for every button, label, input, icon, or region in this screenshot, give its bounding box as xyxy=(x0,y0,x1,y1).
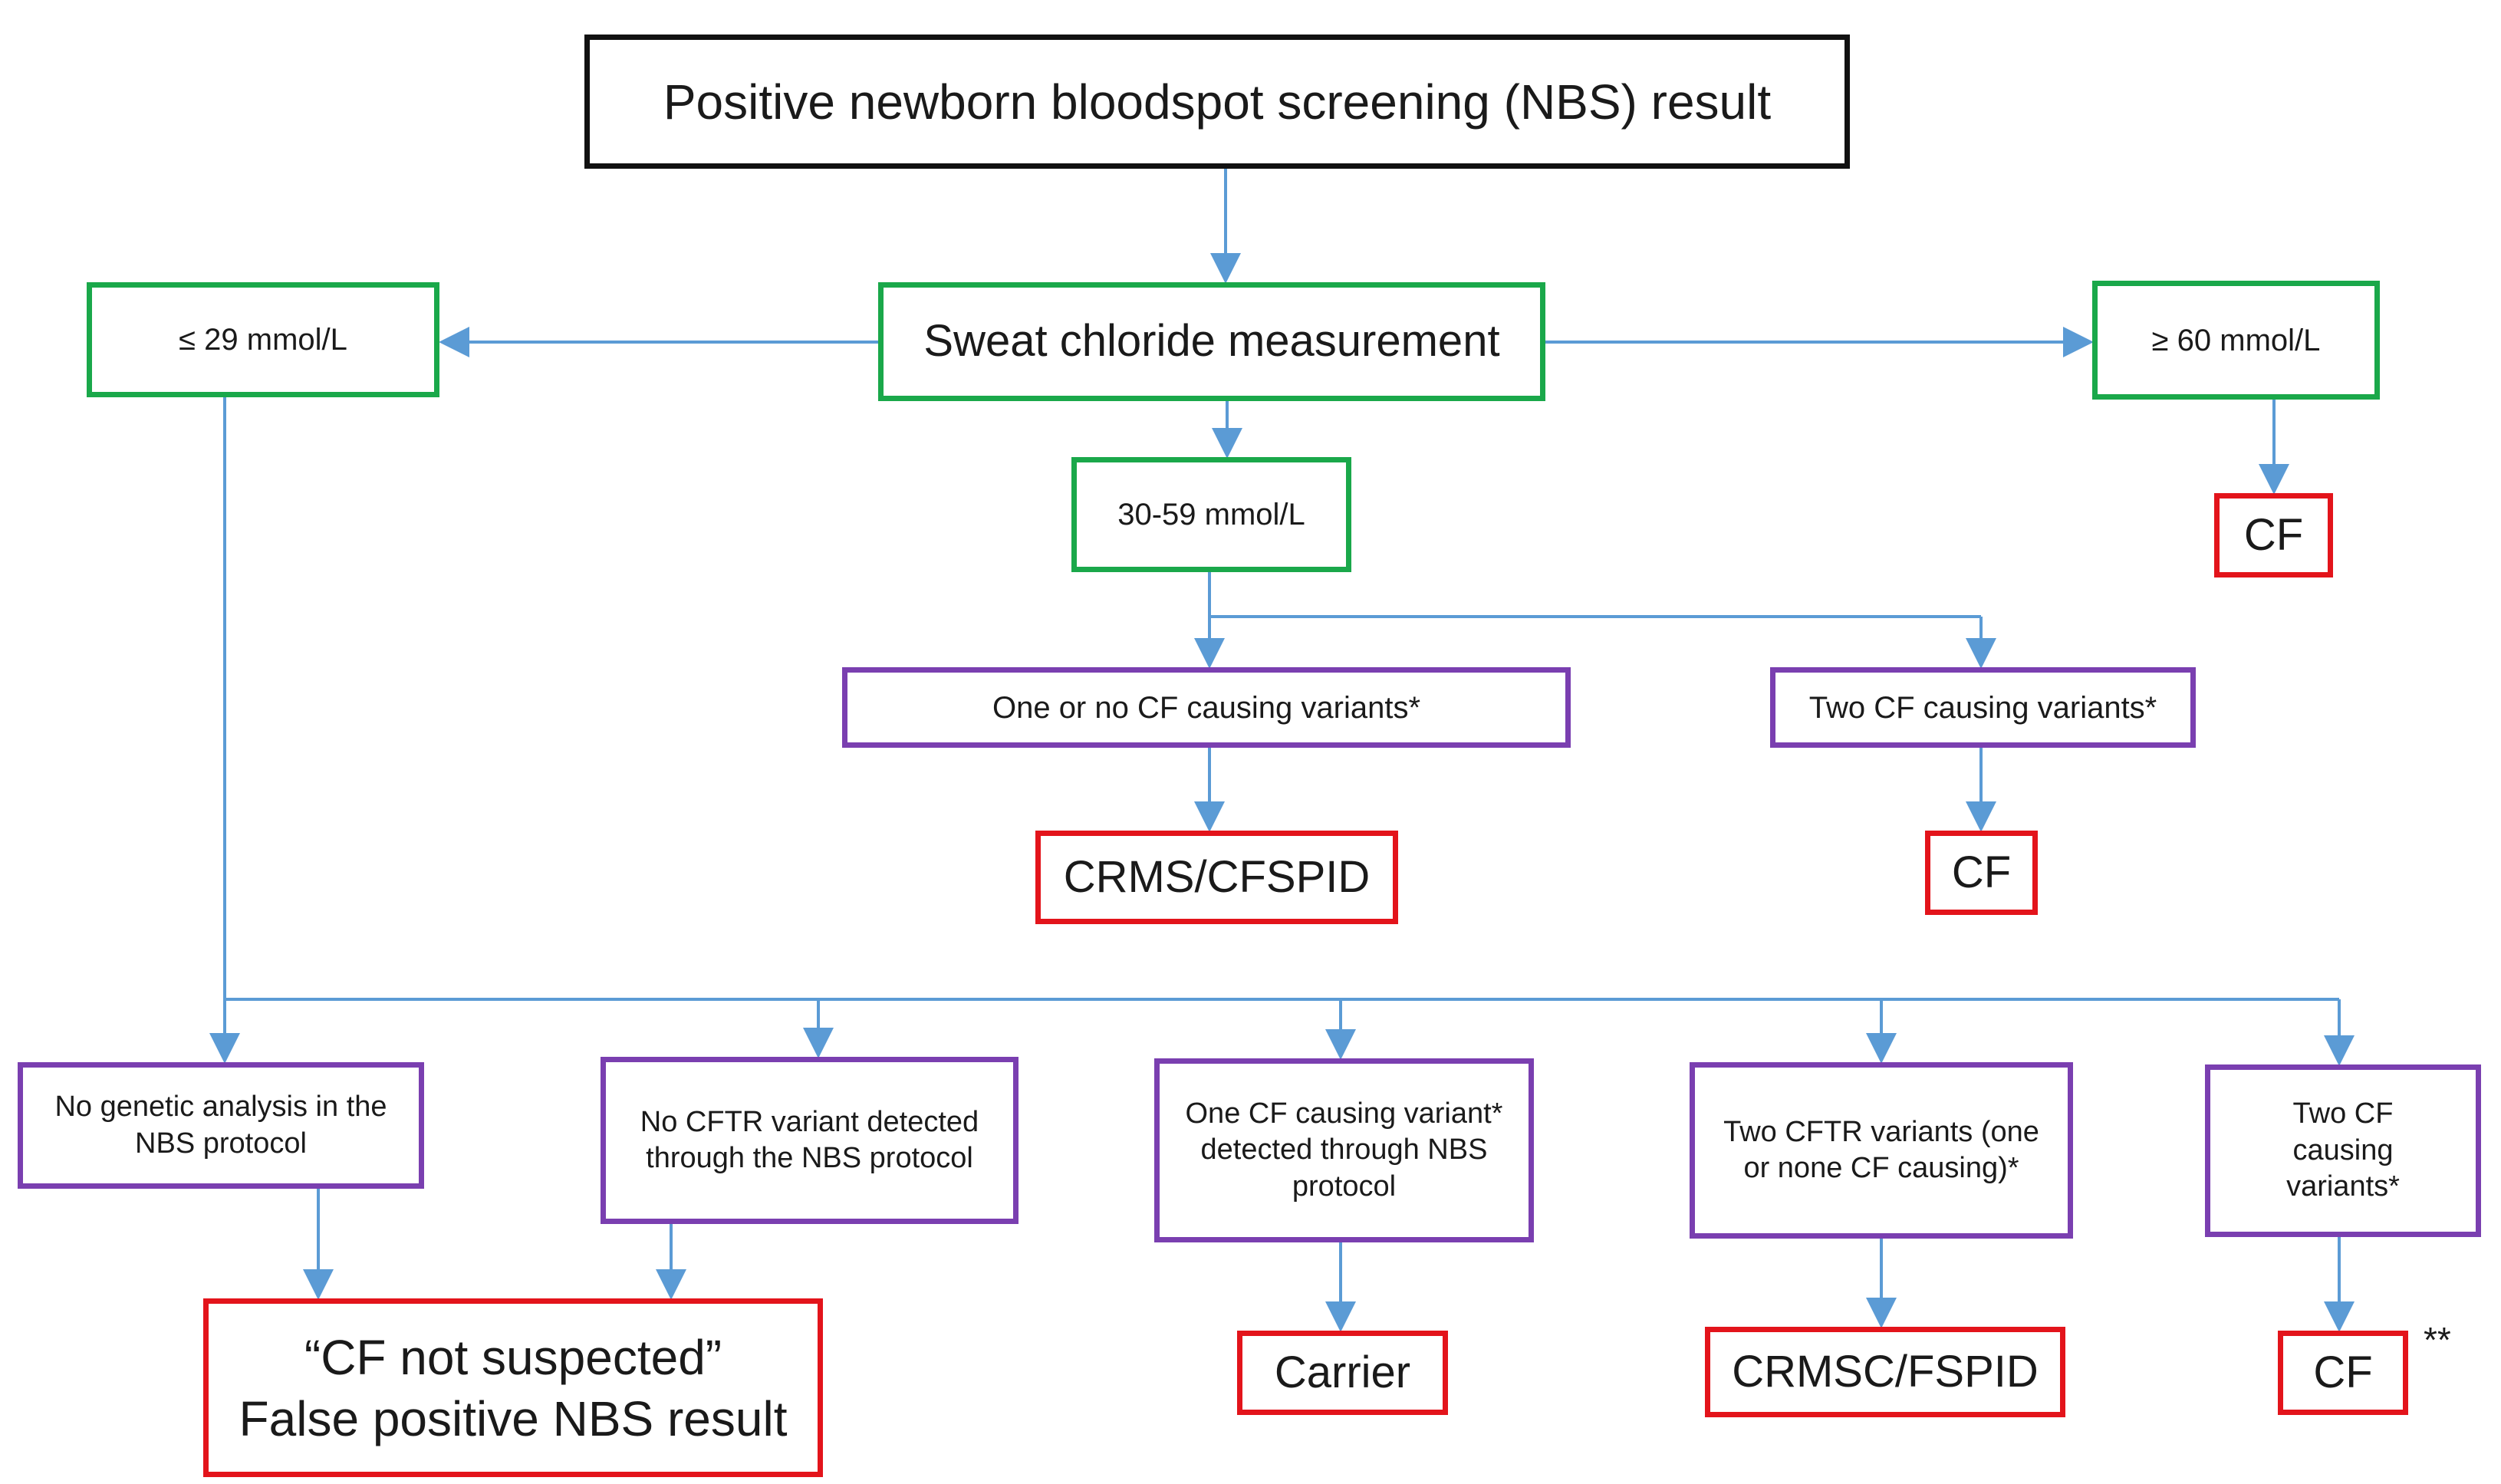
carrier-label: Carrier xyxy=(1274,1347,1411,1397)
two-cftr-variants-box: Two CFTR variants (one or none CF causin… xyxy=(1690,1062,2073,1239)
double-asterisk-note: ** xyxy=(2424,1320,2451,1360)
low-cf-label: CF xyxy=(2313,1347,2373,1397)
no-genetic-analysis-box: No genetic analysis in the NBS protocol xyxy=(18,1062,424,1189)
mid-chloride-label: 30-59 mmol/L xyxy=(1117,498,1305,531)
crmsc-fspid-outcome: CRMSC/FSPID xyxy=(1705,1327,2065,1417)
high-chloride-label: ≥ 60 mmol/L xyxy=(2151,323,2321,357)
sweat-chloride-box: Sweat chloride measurement xyxy=(878,282,1545,401)
carrier-outcome: Carrier xyxy=(1237,1331,1448,1415)
no-genetic-analysis-label: No genetic analysis in the NBS protocol xyxy=(54,1091,387,1160)
mid-cf-label: CF xyxy=(1951,847,2012,897)
false-positive-outcome: “CF not suspected” False positive NBS re… xyxy=(203,1298,823,1477)
two-variants-box: Two CF causing variants* xyxy=(1770,667,2196,748)
crmsc-fspid-label: CRMSC/FSPID xyxy=(1732,1346,2039,1397)
high-cf-outcome: CF xyxy=(2214,493,2333,577)
crms-cfspid-outcome: CRMS/CFSPID xyxy=(1035,831,1398,924)
start-box: Positive newborn bloodspot screening (NB… xyxy=(584,35,1850,169)
two-cf-causing-box: Two CF causing variants* xyxy=(2205,1064,2481,1237)
no-cftr-variant-label: No CFTR variant detected through the NBS… xyxy=(640,1105,979,1175)
start-label: Positive newborn bloodspot screening (NB… xyxy=(663,74,1772,130)
one-cf-variant-label: One CF causing variant* detected through… xyxy=(1185,1097,1503,1203)
false-positive-line2: False positive NBS result xyxy=(239,1390,788,1446)
one-or-no-variants-box: One or no CF causing variants* xyxy=(842,667,1571,748)
high-cf-label: CF xyxy=(2243,509,2304,560)
two-cftr-variants-label: Two CFTR variants (one or none CF causin… xyxy=(1723,1115,2039,1185)
mid-chloride-box: 30-59 mmol/L xyxy=(1071,457,1351,572)
low-cf-outcome: CF xyxy=(2278,1331,2408,1415)
two-variants-label: Two CF causing variants* xyxy=(1808,690,2157,725)
low-chloride-label: ≤ 29 mmol/L xyxy=(179,323,347,357)
one-or-no-variants-label: One or no CF causing variants* xyxy=(992,690,1421,725)
high-chloride-box: ≥ 60 mmol/L xyxy=(2092,281,2380,400)
no-cftr-variant-box: No CFTR variant detected through the NBS… xyxy=(601,1057,1018,1224)
mid-cf-outcome: CF xyxy=(1925,831,2038,915)
sweat-chloride-label: Sweat chloride measurement xyxy=(923,316,1500,367)
crms-cfspid-label: CRMS/CFSPID xyxy=(1063,851,1371,902)
false-positive-line1: “CF not suspected” xyxy=(304,1329,722,1385)
one-cf-variant-box: One CF causing variant* detected through… xyxy=(1154,1058,1534,1242)
low-chloride-box: ≤ 29 mmol/L xyxy=(87,282,439,397)
two-cf-causing-label: Two CF causing variants* xyxy=(2286,1097,2400,1203)
